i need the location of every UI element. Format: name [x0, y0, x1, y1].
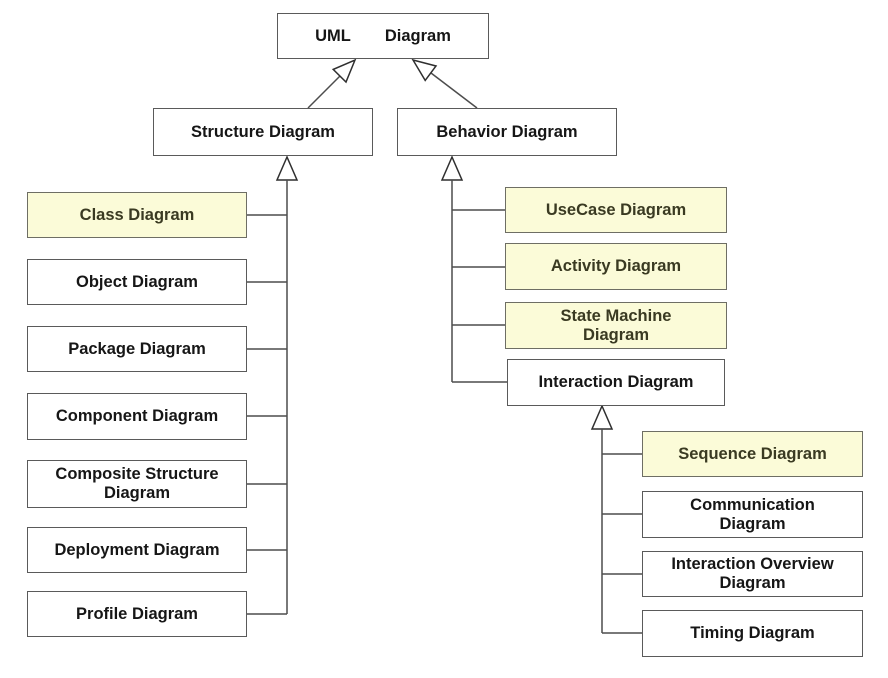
node-label: Timing Diagram [690, 624, 815, 642]
node-structure-diagram: Structure Diagram [153, 108, 373, 156]
edge-structure-to-uml [307, 75, 341, 109]
node-composite-structure-diagram: Composite Structure Diagram [27, 460, 247, 508]
node-usecase-diagram: UseCase Diagram [505, 187, 727, 233]
node-sequence-diagram: Sequence Diagram [642, 431, 863, 477]
node-label: Structure Diagram [191, 122, 335, 141]
node-label: Composite Structure Diagram [55, 465, 219, 502]
node-timing-diagram: Timing Diagram [642, 610, 863, 657]
node-object-diagram: Object Diagram [27, 259, 247, 305]
node-label: Interaction Diagram [538, 373, 694, 391]
generalization-arrowhead-icon [411, 58, 438, 82]
node-label: Package Diagram [68, 339, 206, 358]
node-label: Component Diagram [55, 407, 219, 425]
node-package-diagram: Package Diagram [27, 326, 247, 372]
node-class-diagram: Class Diagram [27, 192, 247, 238]
node-component-diagram: Component Diagram [27, 393, 247, 440]
node-label: Behavior Diagram [436, 122, 578, 141]
node-label: Object Diagram [76, 272, 198, 291]
node-label: State Machine Diagram [560, 306, 672, 344]
node-uml-diagram: UML Diagram [277, 13, 489, 59]
generalization-arrowhead-icon [331, 58, 357, 84]
node-label: Diagram [384, 26, 451, 45]
node-label: Deployment Diagram [54, 540, 220, 559]
node-deployment-diagram: Deployment Diagram [27, 527, 247, 573]
node-label: Communication Diagram [690, 495, 815, 533]
node-label: UML [315, 26, 351, 45]
node-behavior-diagram: Behavior Diagram [397, 108, 617, 156]
node-label: Profile Diagram [76, 604, 198, 623]
generalization-arrowhead-icon [275, 155, 299, 181]
generalization-arrowhead-icon [590, 404, 614, 430]
generalization-arrowhead-icon [440, 155, 464, 181]
node-label: Interaction Overview Diagram [671, 555, 834, 592]
node-communication-diagram: Communication Diagram [642, 491, 863, 538]
node-interaction-overview-diagram: Interaction Overview Diagram [642, 551, 863, 597]
node-label: Sequence Diagram [678, 444, 827, 463]
node-state-machine-diagram: State Machine Diagram [505, 302, 727, 349]
node-activity-diagram: Activity Diagram [505, 243, 727, 290]
node-interaction-diagram: Interaction Diagram [507, 359, 725, 406]
edge-behavior-to-uml [430, 72, 478, 109]
node-profile-diagram: Profile Diagram [27, 591, 247, 637]
node-label: Class Diagram [79, 205, 195, 224]
node-label: UseCase Diagram [545, 200, 687, 219]
node-label: Activity Diagram [550, 257, 682, 275]
